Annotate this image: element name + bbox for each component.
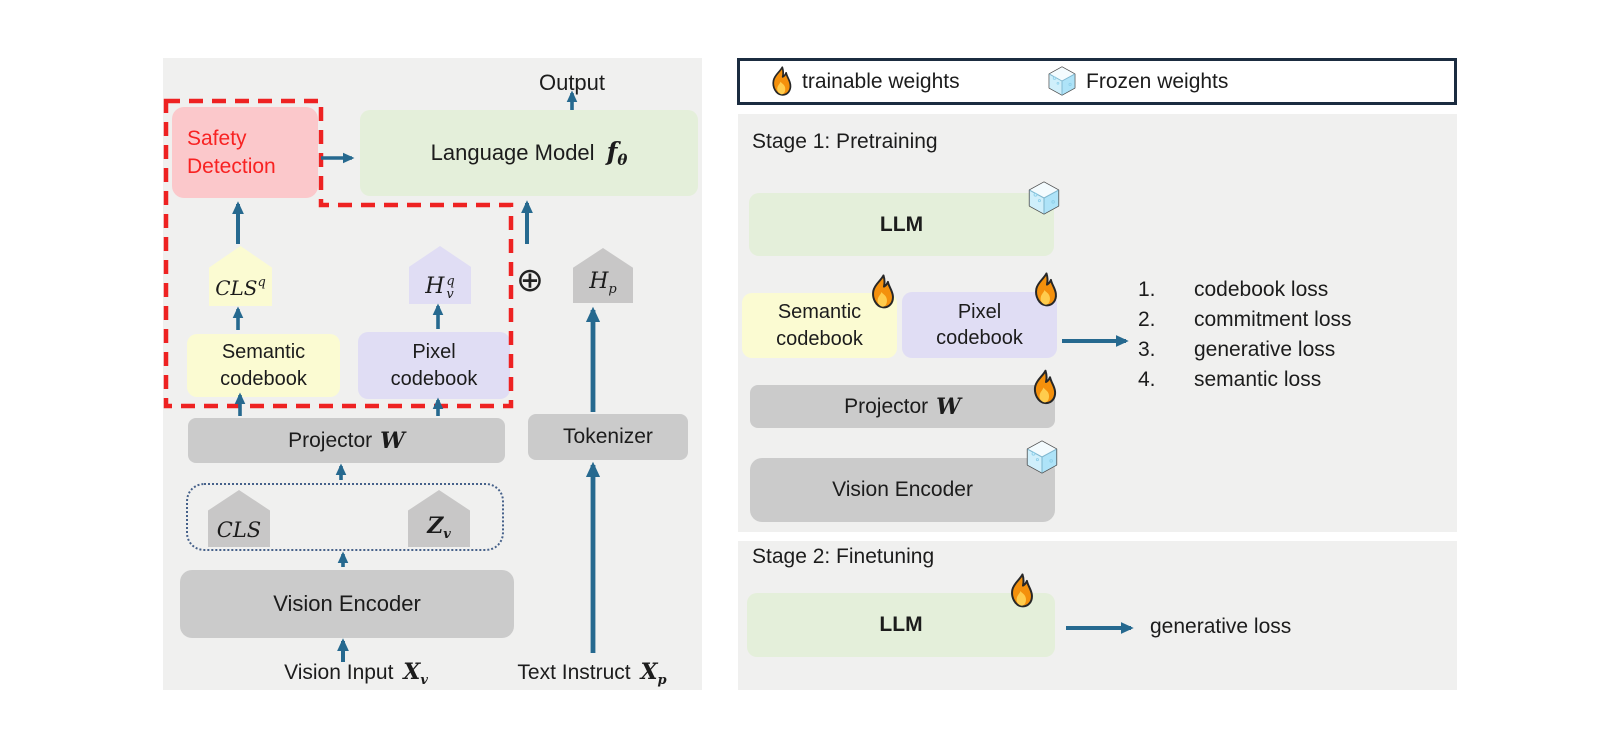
stage1-loss-list: 1. codebook loss 2. commitment loss 3. g… — [1138, 275, 1352, 395]
projector-box: Projector W — [188, 418, 505, 463]
projector-label: Projector — [288, 428, 373, 452]
fire-icon — [867, 274, 897, 311]
language-model-box: Language Model fθ — [360, 110, 698, 196]
tokenizer-label: Tokenizer — [563, 425, 653, 448]
fire-icon — [1030, 272, 1060, 309]
vision-input-label: Vision Input Xv — [284, 659, 428, 688]
stage2-llm-box: LLM — [747, 593, 1055, 657]
stage2-loss-label: generative loss — [1150, 615, 1292, 638]
fire-icon — [768, 66, 794, 98]
f-theta-symbol: fθ — [606, 137, 628, 169]
stage1-title: Stage 1: Pretraining — [752, 130, 938, 153]
projector-w-symbol: W — [380, 427, 405, 454]
stage1-semantic-codebook-box: Semantic codebook — [742, 293, 897, 358]
legend-box — [737, 58, 1457, 105]
loss-item: 2. commitment loss — [1138, 308, 1352, 331]
plus-icon: ⊕ — [516, 261, 544, 298]
output-label: Output — [538, 70, 606, 95]
loss-item: 3. generative loss — [1138, 338, 1336, 361]
stage2-title: Stage 2: Finetuning — [752, 545, 935, 568]
language-model-label: Language Model — [430, 140, 595, 165]
safety-detection-label: Safety Detection — [187, 126, 276, 178]
vision-tokens-container — [186, 483, 504, 551]
pixel-codebook-label: Pixel codebook — [390, 341, 478, 390]
fire-icon — [1029, 369, 1059, 407]
legend-frozen-label: Frozen weights — [1086, 70, 1229, 93]
ice-cube-icon — [1024, 440, 1060, 474]
stage1-llm-box: LLM — [749, 193, 1054, 256]
vision-encoder-label: Vision Encoder — [273, 591, 421, 616]
fire-icon — [1006, 573, 1036, 610]
tokenizer-box: Tokenizer — [528, 414, 688, 460]
text-instruct-label: Text Instruct Xp — [517, 659, 667, 688]
pixel-codebook-box: Pixel codebook — [358, 332, 510, 399]
ice-cube-icon — [1046, 66, 1078, 96]
safety-detection-box: Safety Detection — [172, 107, 318, 198]
loss-item: 4. semantic loss — [1138, 368, 1322, 391]
ice-cube-icon — [1026, 181, 1062, 215]
loss-item: 1. codebook loss — [1138, 278, 1329, 301]
semantic-codebook-box: Semantic codebook — [187, 334, 340, 397]
stage1-vision-encoder-box: Vision Encoder — [750, 458, 1055, 522]
vision-encoder-box: Vision Encoder — [180, 570, 514, 638]
semantic-codebook-label: Semantic codebook — [220, 341, 307, 390]
legend-trainable-label: trainable weights — [802, 70, 960, 93]
stage1-pixel-codebook-box: Pixel codebook — [902, 292, 1057, 358]
stage1-projector-box: Projector W — [750, 385, 1055, 428]
